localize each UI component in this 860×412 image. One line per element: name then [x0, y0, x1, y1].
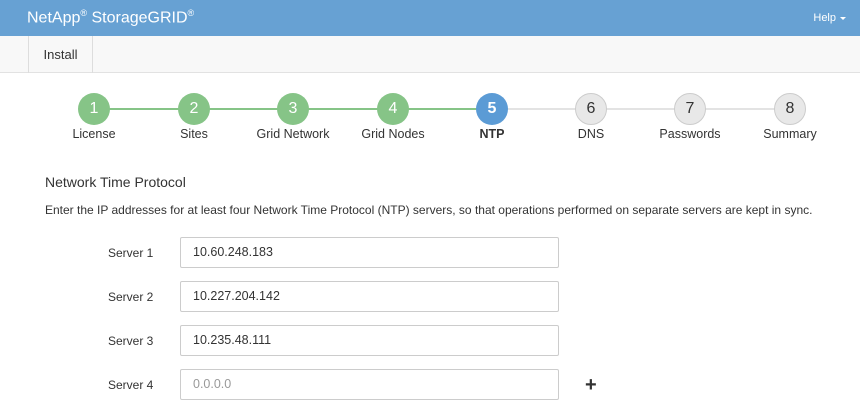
step-connector	[293, 108, 393, 110]
step-label: Summary	[763, 127, 817, 141]
server-row: Server 2 10.227.204.142	[0, 281, 860, 313]
step-label: Grid Nodes	[361, 127, 425, 141]
step-connector	[492, 108, 591, 110]
nav-bar: Install	[0, 36, 860, 73]
server-value: 10.60.248.183	[193, 245, 273, 259]
section-description: Enter the IP addresses for at least four…	[45, 203, 813, 217]
server-label: Server 3	[108, 334, 154, 348]
server-row: Server 3 10.235.48.111	[0, 325, 860, 357]
server-value: 10.235.48.111	[193, 333, 272, 347]
help-menu[interactable]: Help	[813, 12, 846, 24]
server-label: Server 1	[108, 246, 154, 260]
server-4-input[interactable]: 0.0.0.0	[180, 369, 559, 400]
add-server-plus-icon[interactable]: +	[585, 374, 597, 396]
step-label: License	[72, 127, 116, 141]
server-row: Server 4 0.0.0.0 +	[0, 369, 860, 401]
server-1-input[interactable]: 10.60.248.183	[180, 237, 559, 268]
step-number: 3	[277, 93, 309, 125]
step-label: DNS	[577, 127, 605, 141]
step-connector	[94, 108, 194, 110]
server-3-input[interactable]: 10.235.48.111	[180, 325, 559, 356]
step-connector	[194, 108, 293, 110]
server-row: Server 1 10.60.248.183	[0, 237, 860, 269]
step-number: 8	[774, 93, 806, 125]
server-placeholder: 0.0.0.0	[193, 377, 232, 391]
step-number: 6	[575, 93, 607, 125]
step-number: 1	[78, 93, 110, 125]
section-title: Network Time Protocol	[45, 174, 186, 190]
server-value: 10.227.204.142	[193, 289, 280, 303]
server-2-input[interactable]: 10.227.204.142	[180, 281, 559, 312]
step-label: NTP	[479, 127, 505, 141]
tab-install[interactable]: Install	[28, 36, 93, 73]
step-connector	[690, 108, 790, 110]
step-label: Grid Network	[256, 127, 330, 141]
server-label: Server 4	[108, 378, 154, 392]
brand-logo: NetApp® StorageGRID®	[27, 8, 195, 27]
step-number: 5	[476, 93, 508, 125]
step-connector	[393, 108, 492, 110]
step-label: Sites	[180, 127, 208, 141]
step-number: 2	[178, 93, 210, 125]
caret-down-icon	[840, 16, 846, 20]
top-bar: NetApp® StorageGRID® Help	[0, 0, 860, 36]
step-connector	[591, 108, 690, 110]
step-number: 7	[674, 93, 706, 125]
step-label: Passwords	[659, 127, 721, 141]
step-number: 4	[377, 93, 409, 125]
server-label: Server 2	[108, 290, 154, 304]
